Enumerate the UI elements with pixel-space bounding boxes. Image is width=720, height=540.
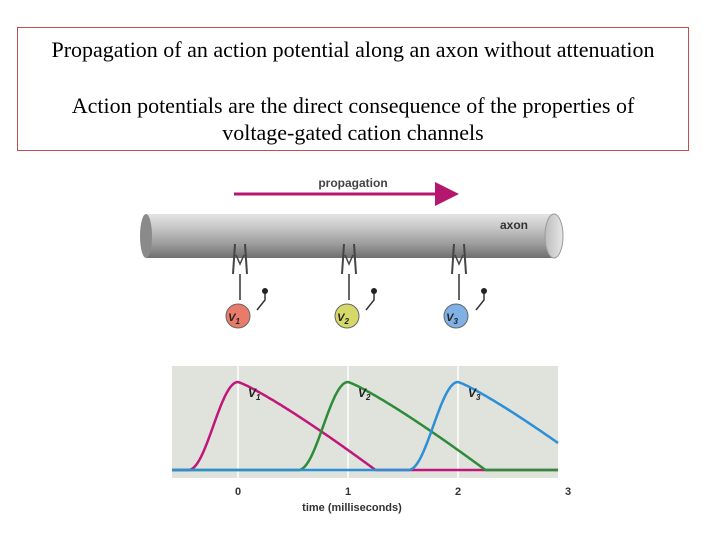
svg-text:V3: V3: [446, 312, 458, 326]
propagation-label: propagation: [318, 176, 387, 190]
x-axis-label: time (milliseconds): [302, 502, 402, 514]
caption-title: Propagation of an action potential along…: [51, 37, 655, 62]
voltage-chart: 0 1 2 3 V1 V2 V3: [172, 366, 571, 498]
axon-label: axon: [500, 218, 528, 232]
meter-v1: V1: [225, 303, 251, 329]
x-tick-label-3: 3: [565, 486, 571, 498]
caption-subtitle: Action potentials are the direct consequ…: [71, 93, 635, 145]
electrode-1: [232, 243, 268, 311]
meter-v3: V3: [443, 303, 469, 329]
series-line-v3: [172, 380, 559, 472]
series-label-v1: V1: [248, 386, 261, 402]
meter-v2: V2: [334, 303, 360, 329]
caption-box: Propagation of an action potential along…: [17, 27, 689, 151]
electrode-3: [451, 243, 487, 311]
series-label-v2: V2: [358, 386, 371, 402]
svg-text:V1: V1: [228, 312, 240, 326]
series-label-v3: V3: [468, 386, 481, 402]
x-tick-label-2: 2: [455, 486, 461, 498]
electrode-2: [341, 243, 377, 311]
svg-text:V2: V2: [337, 312, 349, 326]
axon: [140, 213, 564, 259]
x-tick-label-0: 0: [235, 486, 241, 498]
plot-area: [172, 366, 558, 478]
x-tick-label-1: 1: [345, 486, 351, 498]
